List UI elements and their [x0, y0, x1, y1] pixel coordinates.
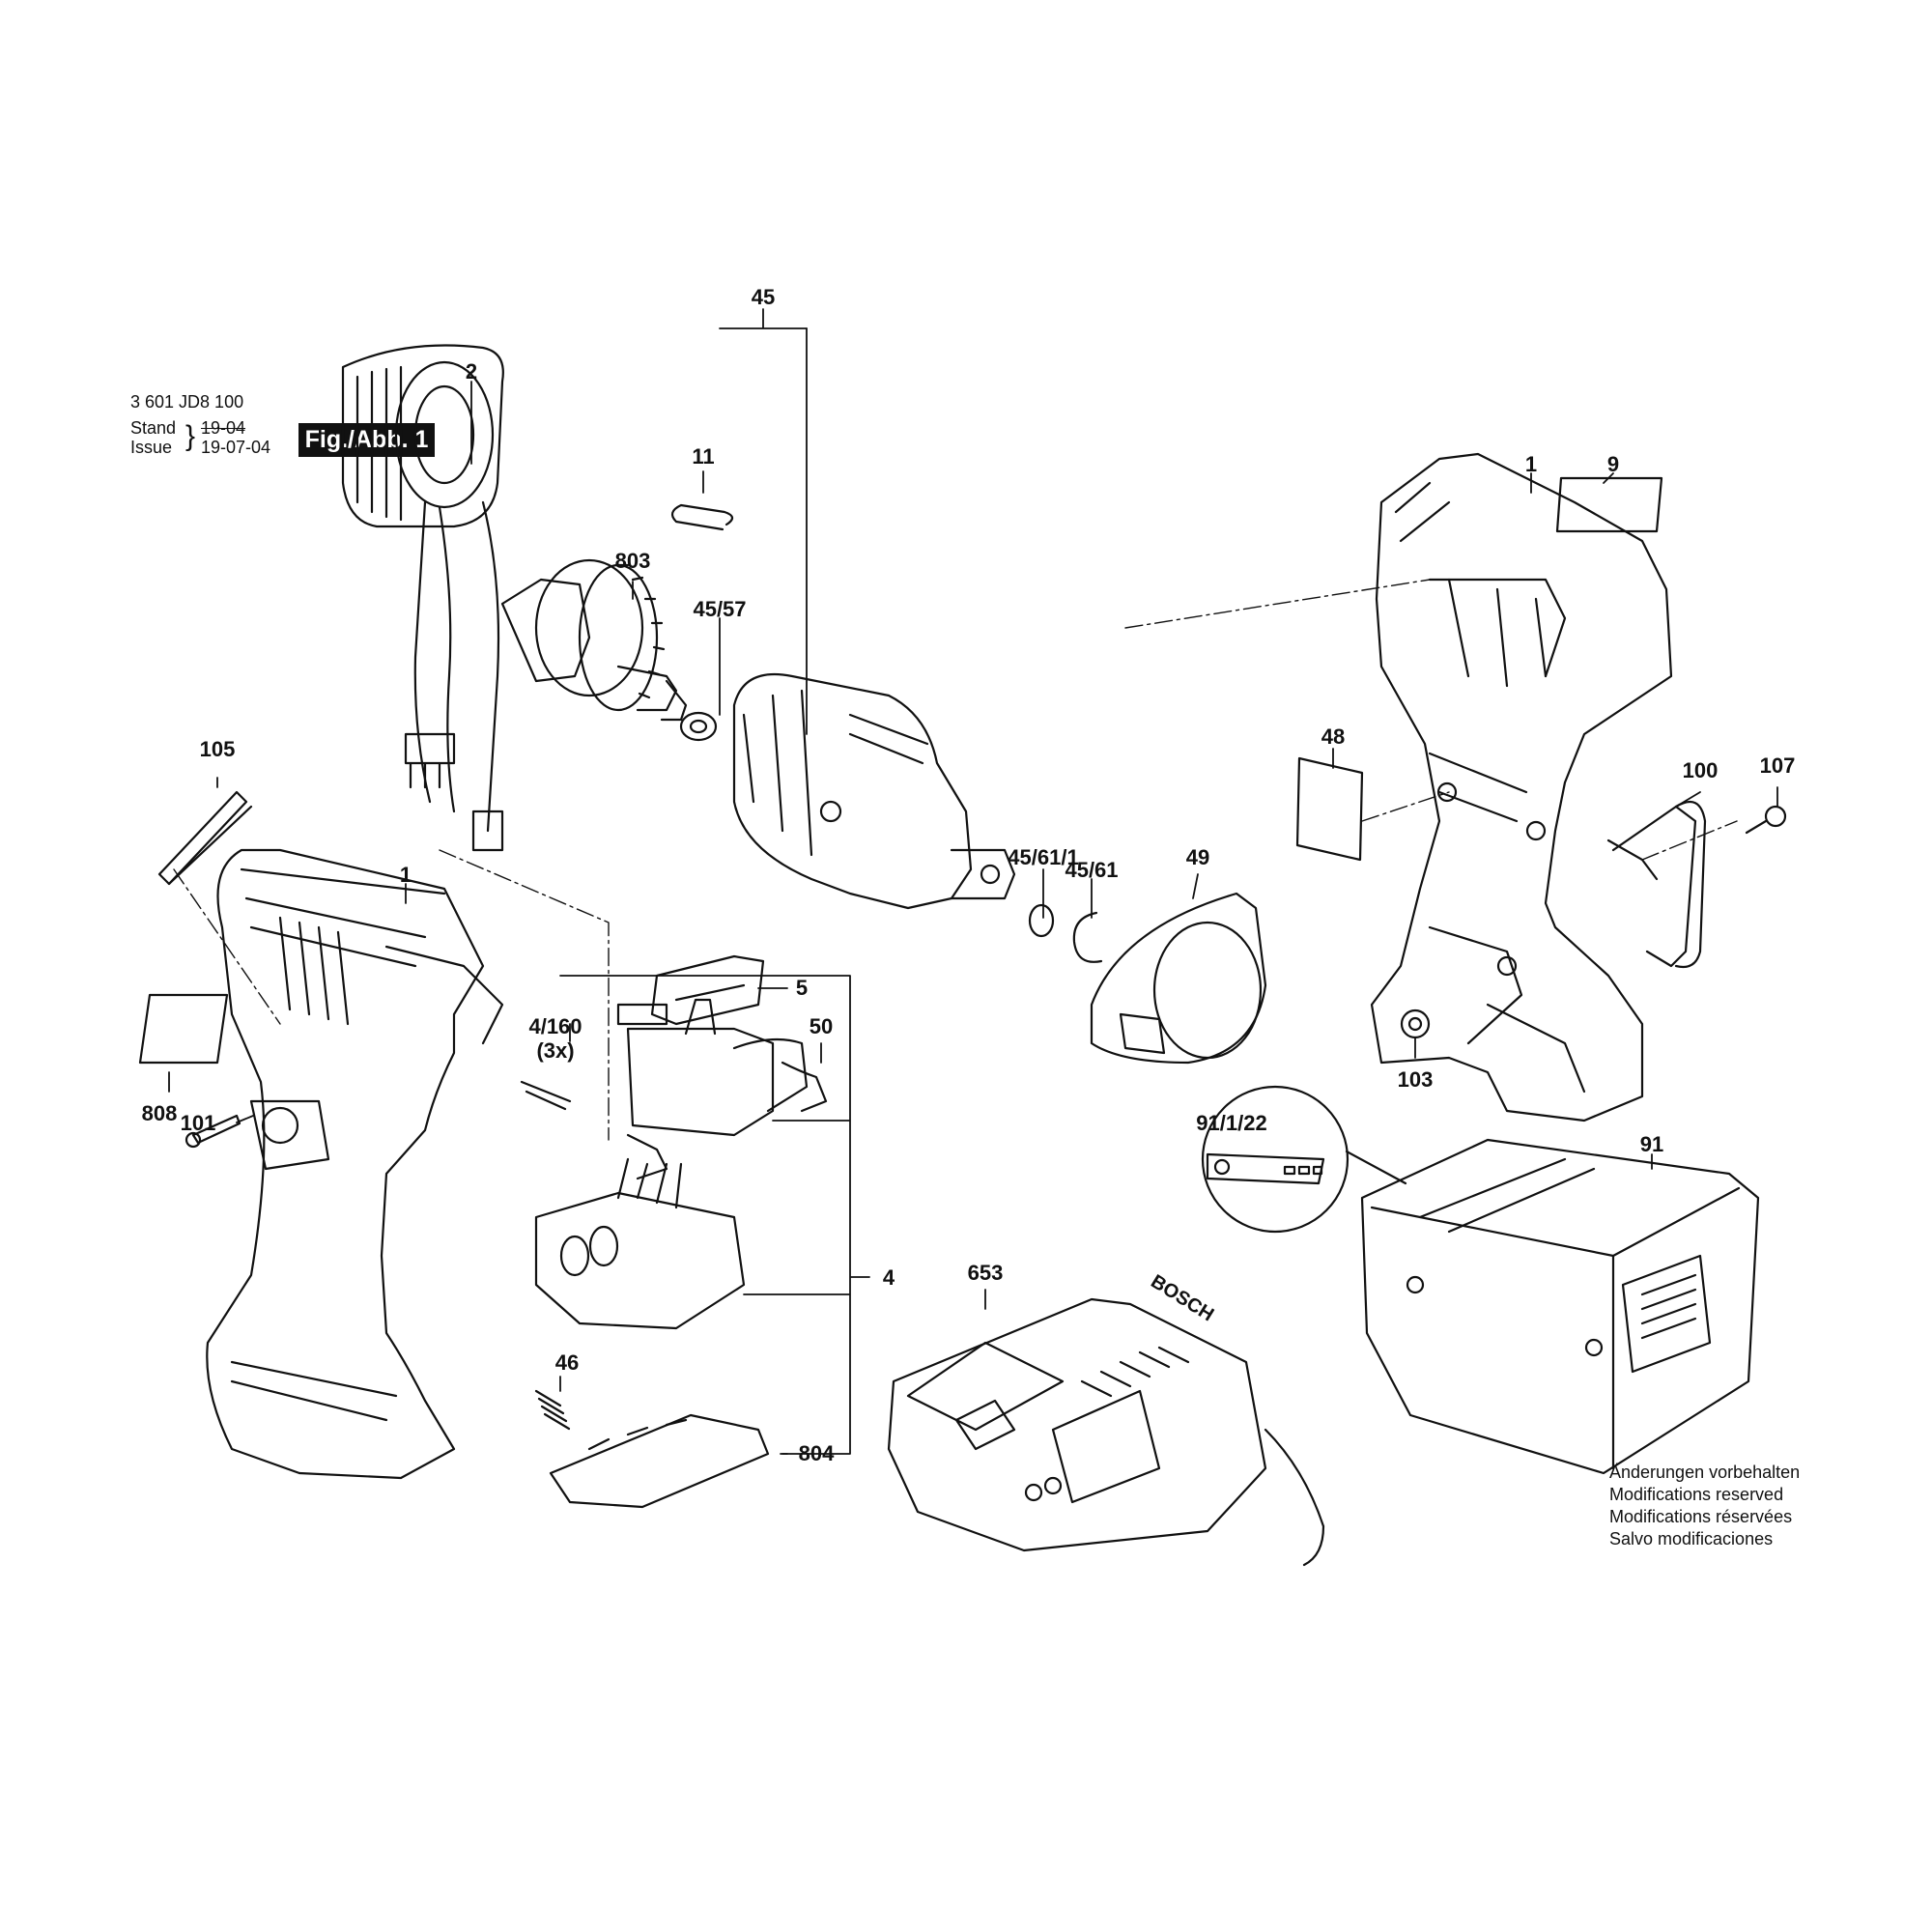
- plate-icon: [1295, 756, 1364, 862]
- clip-icon: [670, 503, 734, 531]
- callout-804: 804: [799, 1441, 835, 1465]
- callout-653: 653: [968, 1261, 1004, 1285]
- brace: }: [185, 420, 196, 452]
- rating-label-icon: [1555, 476, 1663, 533]
- stator-icon: [341, 344, 504, 852]
- callout-45: 45: [752, 285, 775, 309]
- callout-100: 100: [1683, 758, 1719, 782]
- callout-4: 4: [883, 1265, 895, 1290]
- callout-5: 5: [796, 976, 808, 1000]
- note-en: Modifications reserved: [1609, 1485, 1784, 1504]
- callout-107: 107: [1760, 753, 1796, 778]
- callout-2: 2: [466, 359, 477, 384]
- switch-icon: [520, 954, 828, 1180]
- screw-icon: [191, 1114, 242, 1145]
- stand-label: Stand: [130, 418, 177, 438]
- leader-lines: [168, 308, 1778, 1455]
- callout-46: 46: [555, 1350, 579, 1375]
- nut-icon: [1400, 1009, 1431, 1039]
- housing-right-icon: [1370, 452, 1673, 1122]
- figure-badge: Fig./Abb. 1: [298, 423, 435, 457]
- callout-1-left: 1: [400, 863, 412, 887]
- note-de: Änderungen vorbehalten: [1609, 1463, 1801, 1482]
- base-plate-icon: [549, 1413, 770, 1509]
- label-icon: [138, 993, 229, 1065]
- issue-date: 19-07-04: [201, 438, 271, 457]
- alignment-lines: [173, 579, 1738, 1141]
- callout-808: 808: [142, 1101, 178, 1125]
- callout-103: 103: [1398, 1067, 1434, 1092]
- modification-notes: Änderungen vorbehalten Modifications res…: [1609, 1462, 1800, 1550]
- rotor-icon: [500, 558, 688, 722]
- ring-icon: [1028, 903, 1055, 938]
- callout-45-61: 45/61: [1065, 858, 1118, 882]
- housing-left-icon: [206, 848, 504, 1480]
- pcb-icon: [534, 1157, 746, 1330]
- issue-label: Issue: [130, 438, 173, 457]
- callout-50: 50: [810, 1014, 833, 1038]
- spring-icon: [534, 1389, 571, 1431]
- note-fr: Modifications réservées: [1609, 1507, 1793, 1526]
- callout-1-right: 1: [1525, 452, 1537, 476]
- screw-107-icon: [1764, 805, 1787, 828]
- callout-45-57: 45/57: [693, 597, 746, 621]
- callout-803: 803: [615, 549, 651, 573]
- charger-icon: [887, 1297, 1325, 1567]
- callout-48: 48: [1321, 724, 1345, 749]
- cover-icon: [157, 790, 253, 886]
- belt-clip-icon: [1606, 800, 1707, 969]
- callout-45-61-1: 45/61/1: [1008, 845, 1078, 869]
- callout-105: 105: [200, 737, 236, 761]
- callout-91-1-22: 91/1/22: [1196, 1111, 1266, 1135]
- magnifier-icon: [1201, 1085, 1407, 1234]
- circlip-icon: [1072, 911, 1103, 963]
- callout-49: 49: [1186, 845, 1209, 869]
- callout-3x: (3x): [536, 1038, 574, 1063]
- battery-icon: [1360, 1138, 1760, 1475]
- note-es: Salvo modificaciones: [1609, 1529, 1774, 1548]
- doc-number: 3 601 JD8 100: [130, 392, 244, 412]
- callout-11: 11: [692, 444, 714, 469]
- nose-cap-icon: [1090, 892, 1267, 1065]
- callout-9: 9: [1607, 452, 1619, 476]
- gearbox-icon: [732, 672, 1016, 910]
- callout-101: 101: [181, 1111, 216, 1135]
- callout-91: 91: [1640, 1132, 1663, 1156]
- washer-icon: [679, 711, 718, 742]
- stand-date: 19-04: [201, 418, 246, 438]
- callout-4-160: 4/160: [528, 1014, 582, 1038]
